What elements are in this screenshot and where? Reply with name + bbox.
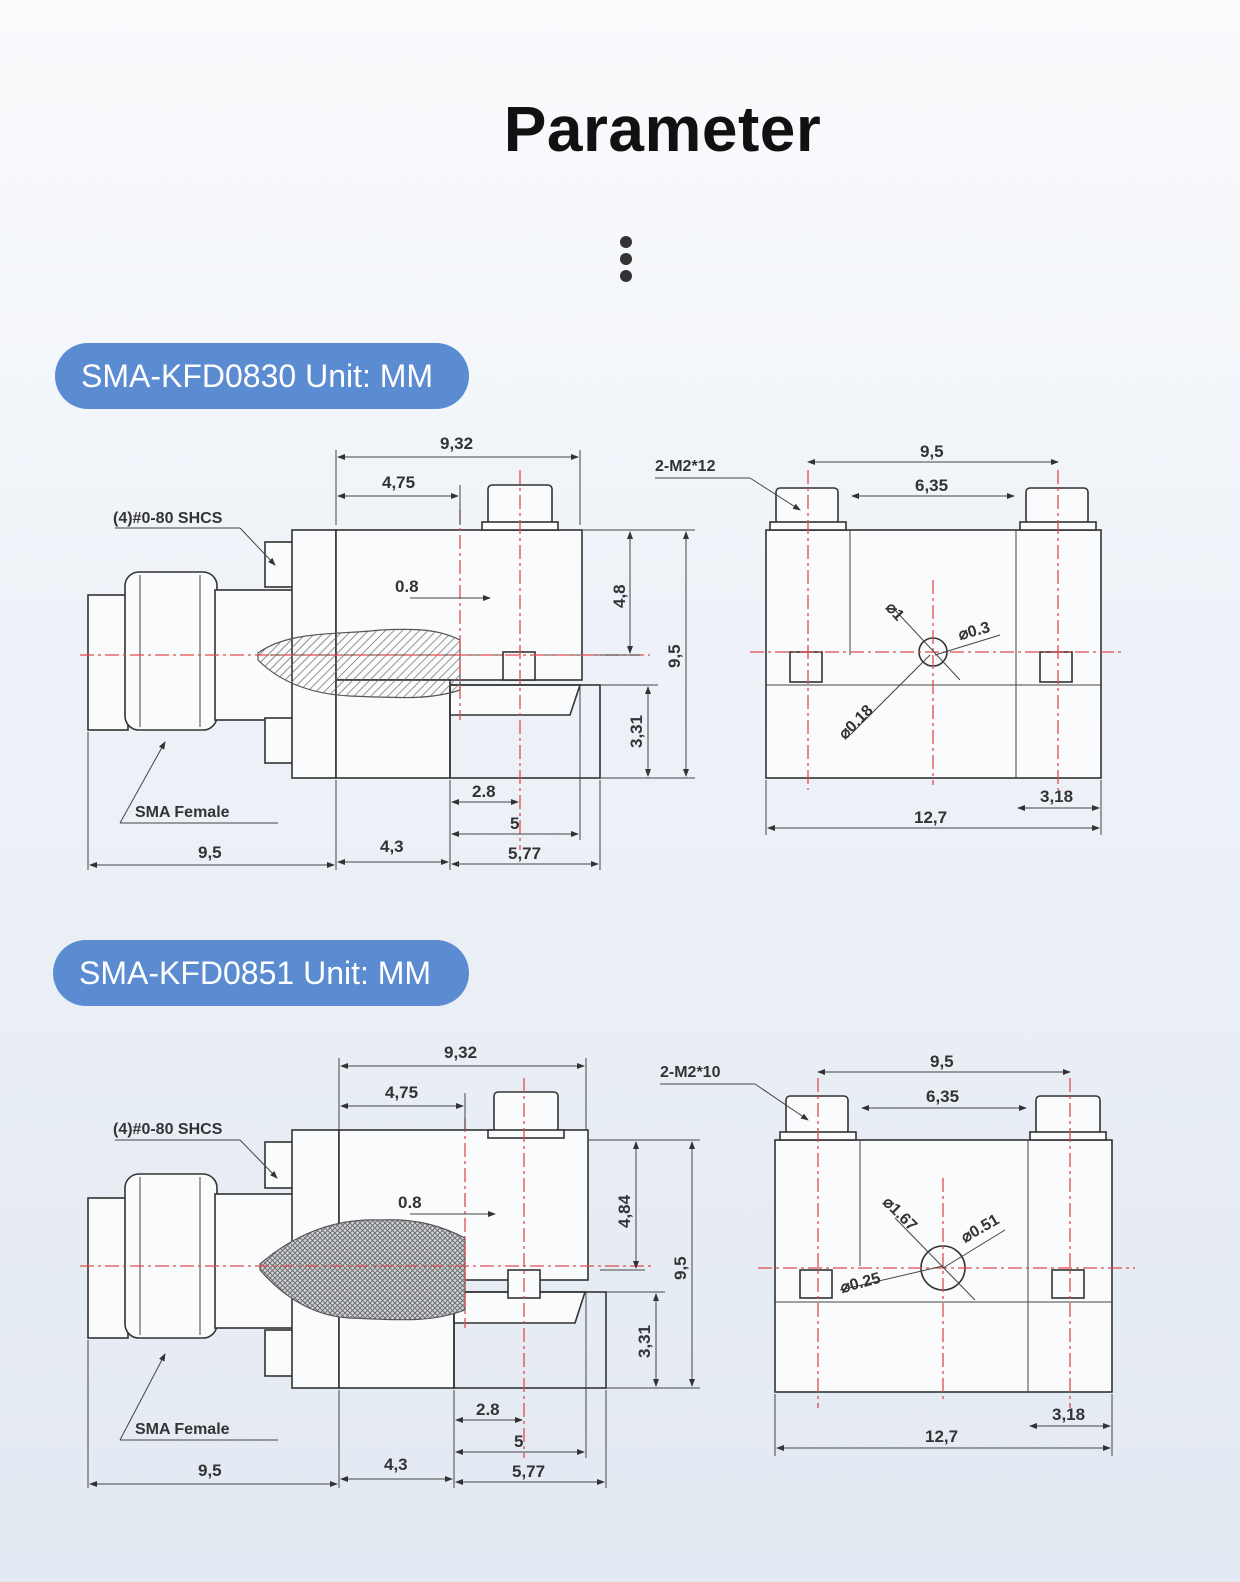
dim-flange: 4,3 xyxy=(384,1455,408,1474)
front-view: 9,5 6,35 ⌀1.67 ⌀0.51 ⌀0.25 12,7 3,18 2-M… xyxy=(660,1052,1135,1456)
dim-to-pin: 4,75 xyxy=(382,473,415,492)
dim-lower-height: 3,31 xyxy=(627,715,646,748)
dim-hole-spacing: 9,5 xyxy=(920,442,944,461)
dim-inner-width: 6,35 xyxy=(915,476,948,495)
side-view: 9,32 4,75 0.8 4,8 9,5 3,31 2.8 5 5,77 4,… xyxy=(80,434,695,870)
dim-base: 5,77 xyxy=(512,1462,545,1481)
dim-tab: 2.8 xyxy=(472,782,496,801)
dim-tab-total: 5 xyxy=(514,1432,523,1451)
section-badge-kfd0851: SMA-KFD0851 Unit: MM xyxy=(53,940,469,1006)
dim-edge: 3,18 xyxy=(1040,787,1073,806)
dim-overall-length: 9,32 xyxy=(444,1043,477,1062)
dim-width: 12,7 xyxy=(914,808,947,827)
drawing-kfd0830: 9,32 4,75 0.8 4,8 9,5 3,31 2.8 5 5,77 4,… xyxy=(80,434,1125,870)
label-mount: 2-M2*12 xyxy=(655,458,716,475)
dim-edge: 3,18 xyxy=(1052,1405,1085,1424)
dim-hole-spacing: 9,5 xyxy=(930,1052,954,1071)
dim-sma-length: 9,5 xyxy=(198,843,222,862)
dim-upper-height: 4,84 xyxy=(615,1194,634,1228)
dim-tab: 2.8 xyxy=(476,1400,500,1419)
page-title: Parameter xyxy=(503,93,822,165)
label-connector: SMA Female xyxy=(135,804,230,821)
dim-tab-total: 5 xyxy=(510,814,519,833)
front-view: 9,5 6,35 ⌀1 ⌀0.3 ⌀0.18 12,7 3,18 2-M2*12 xyxy=(655,442,1125,835)
label-screws: (4)#0-80 SHCS xyxy=(113,510,223,527)
dim-to-pin: 4,75 xyxy=(385,1083,418,1102)
side-view: 9,32 4,75 0.8 4,84 9,5 3,31 2.8 5 5,77 4… xyxy=(80,1043,700,1488)
section-badge-kfd0830: SMA-KFD0830 Unit: MM xyxy=(55,343,469,409)
dim-overall-height: 9,5 xyxy=(671,1256,690,1280)
dim-pin: 0.8 xyxy=(395,577,419,596)
label-screws: (4)#0-80 SHCS xyxy=(113,1121,223,1138)
dim-flange: 4,3 xyxy=(380,837,404,856)
dim-base: 5,77 xyxy=(508,844,541,863)
dim-upper-height: 4,8 xyxy=(610,584,629,608)
dim-overall-height: 9,5 xyxy=(665,644,684,668)
dim-lower-height: 3,31 xyxy=(635,1325,654,1358)
dim-inner-width: 6,35 xyxy=(926,1087,959,1106)
dim-width: 12,7 xyxy=(925,1427,958,1446)
dim-pin: 0.8 xyxy=(398,1193,422,1212)
label-mount: 2-M2*10 xyxy=(660,1064,721,1081)
drawing-kfd0851: 9,32 4,75 0.8 4,84 9,5 3,31 2.8 5 5,77 4… xyxy=(80,1043,1135,1488)
dim-sma-length: 9,5 xyxy=(198,1461,222,1480)
dim-overall-length: 9,32 xyxy=(440,434,473,453)
label-connector: SMA Female xyxy=(135,1421,230,1438)
more-dots-icon xyxy=(620,236,634,287)
